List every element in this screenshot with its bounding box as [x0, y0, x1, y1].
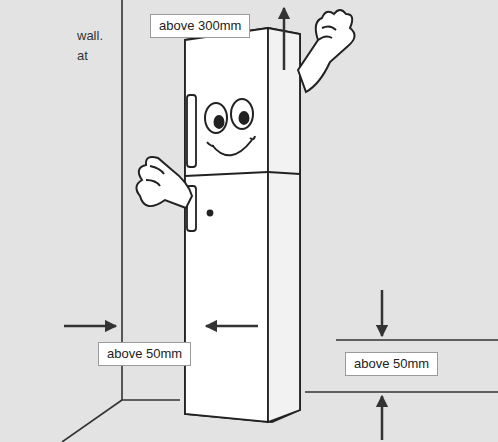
note-text: wall.	[77, 28, 103, 44]
clearance-arrows	[64, 8, 382, 440]
dimension-label: above 50mm	[98, 342, 191, 366]
dimension-label: above 300mm	[150, 14, 250, 38]
note-text: at	[77, 48, 88, 64]
refrigerator	[185, 28, 300, 422]
cartoon-hands	[136, 10, 354, 208]
fridge-face	[205, 99, 255, 155]
wall-lines	[62, 0, 498, 442]
dimension-label: above 50mm	[345, 352, 438, 376]
